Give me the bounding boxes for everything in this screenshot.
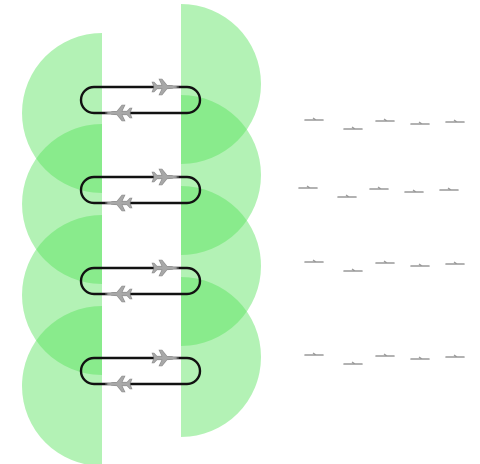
aircraft-outbound (151, 78, 180, 96)
incoming-aircraft-icon (343, 268, 363, 272)
coverage-layer (22, 4, 261, 464)
racetrack-orbit (79, 356, 202, 386)
coverage-area-left (22, 215, 102, 375)
incoming-aircraft-icon (375, 260, 395, 264)
incoming-aircraft-icon (369, 186, 389, 190)
incoming-aircraft-group (304, 259, 465, 272)
orbit-layer (79, 78, 202, 393)
aircraft-outbound (151, 259, 180, 277)
aircraft-icon (151, 168, 180, 186)
incoming-aircraft-icon (304, 352, 324, 356)
incoming-aircraft-icon (410, 121, 430, 125)
coverage-area-left (22, 33, 102, 193)
aircraft-outbound (151, 168, 180, 186)
aircraft-icon (104, 194, 133, 212)
aircraft-icon (151, 349, 180, 367)
racetrack-orbit (79, 85, 202, 115)
incoming-aircraft-icon (445, 261, 465, 265)
racetrack-orbit (79, 175, 202, 205)
incoming-aircraft-icon (298, 185, 318, 189)
incoming-aircraft-icon (304, 117, 324, 121)
aircraft-inbound (104, 104, 133, 122)
coverage-area-right (181, 95, 261, 255)
aircraft-inbound (104, 194, 133, 212)
incoming-aircraft-icon (304, 259, 324, 263)
incoming-aircraft-icon (445, 354, 465, 358)
incoming-aircraft-icon (375, 118, 395, 122)
incoming-aircraft-icon (343, 361, 363, 365)
incoming-aircraft-icon (439, 187, 459, 191)
incoming-aircraft-icon (337, 194, 357, 198)
coverage-area-left (22, 124, 102, 284)
racetrack-orbit (79, 266, 202, 296)
coverage-area-right (181, 186, 261, 346)
coverage-area-left (22, 306, 102, 464)
incoming-aircraft-group (298, 185, 459, 198)
aircraft-outbound (151, 349, 180, 367)
aircraft-icon (104, 375, 133, 393)
aircraft-inbound (104, 375, 133, 393)
coverage-area-right (181, 4, 261, 164)
incoming-aircraft-icon (343, 126, 363, 130)
aircraft-icon (104, 104, 133, 122)
incoming-aircraft-icon (375, 353, 395, 357)
incoming-aircraft-group (304, 352, 465, 365)
incoming-aircraft-icon (445, 119, 465, 123)
aircraft-icon (104, 285, 133, 303)
aircraft-icon (151, 259, 180, 277)
aircraft-icon (151, 78, 180, 96)
incoming-aircraft-group (304, 117, 465, 130)
incoming-aircraft-icon (404, 189, 424, 193)
incoming-aircraft-icon (410, 263, 430, 267)
aircraft-inbound (104, 285, 133, 303)
incoming-layer (298, 117, 465, 365)
incoming-aircraft-icon (410, 356, 430, 360)
coverage-area-right (181, 277, 261, 437)
